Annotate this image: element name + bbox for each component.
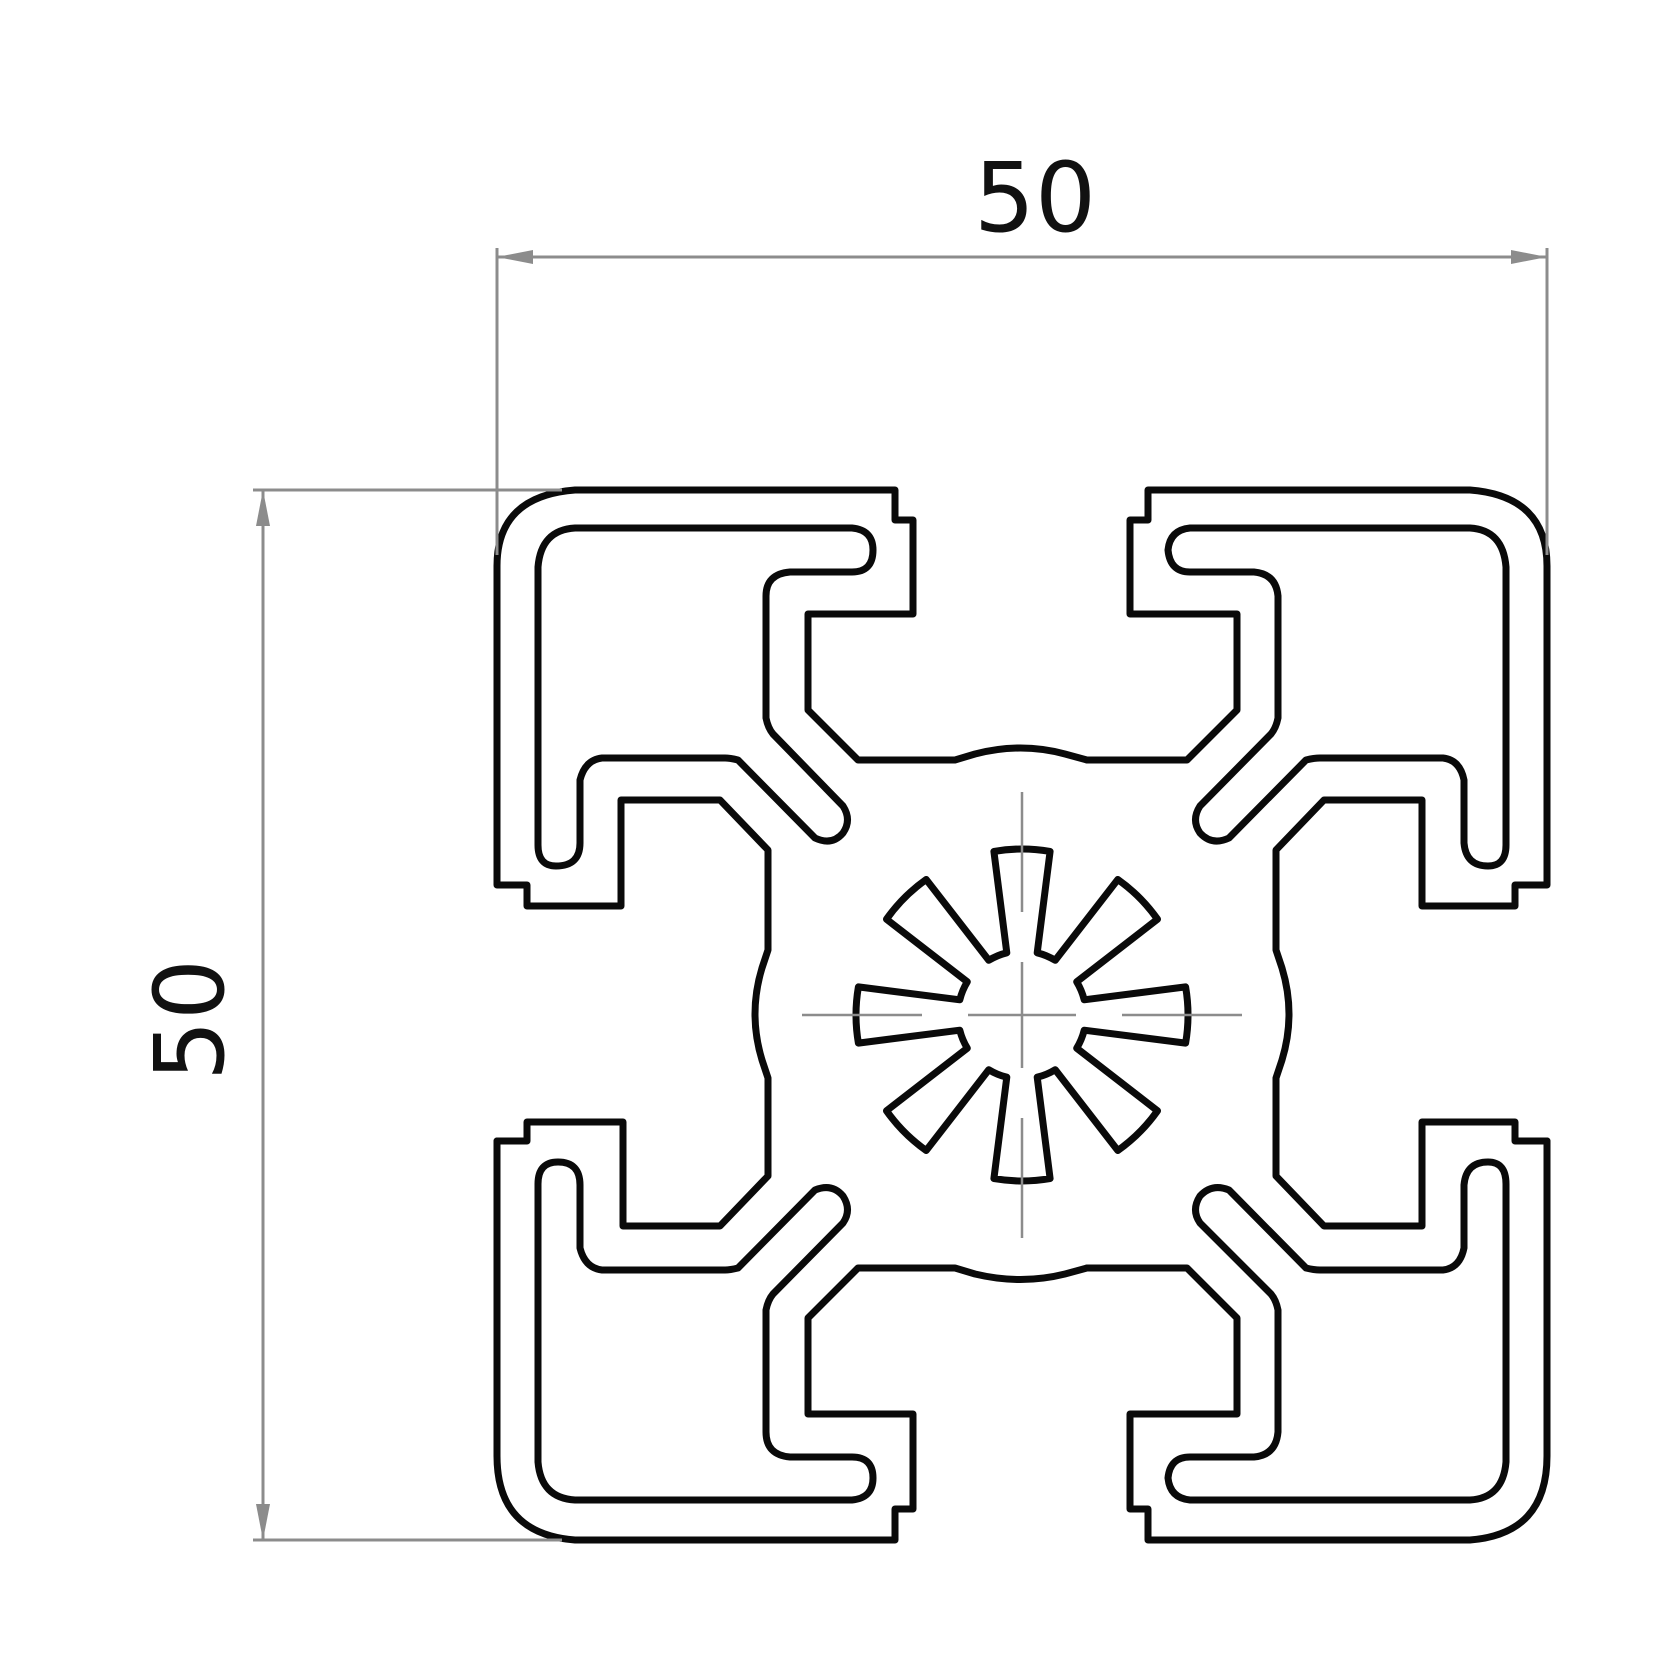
profile-slot-inner-top-left <box>534 524 877 870</box>
profile-slot-inner-bottom-right <box>1164 1158 1510 1504</box>
profile-slot-inner-top-right <box>1164 524 1510 870</box>
profile-corner-top-right <box>1083 486 1551 1230</box>
arrowhead-left <box>497 250 533 264</box>
aluminum-profile-50x50 <box>493 486 1551 1544</box>
arrowhead-bottom <box>256 1504 270 1540</box>
profile-corner-bottom-right <box>1083 1137 1551 1544</box>
center-lines <box>802 792 1242 1238</box>
profile-slot-inner-bottom-left <box>534 1158 877 1504</box>
profile-corner-bottom-left <box>493 1137 1091 1544</box>
width-dimension-label: 50 <box>974 142 1096 254</box>
profile-core-bore <box>852 845 1192 1185</box>
arrowhead-right <box>1511 250 1547 264</box>
height-dimension-label: 50 <box>134 959 246 1081</box>
profile-corner-top-left <box>493 486 1091 1230</box>
width-dimension: 50 <box>495 142 1549 555</box>
height-dimension: 50 <box>134 488 562 1542</box>
arrowhead-top <box>256 490 270 526</box>
